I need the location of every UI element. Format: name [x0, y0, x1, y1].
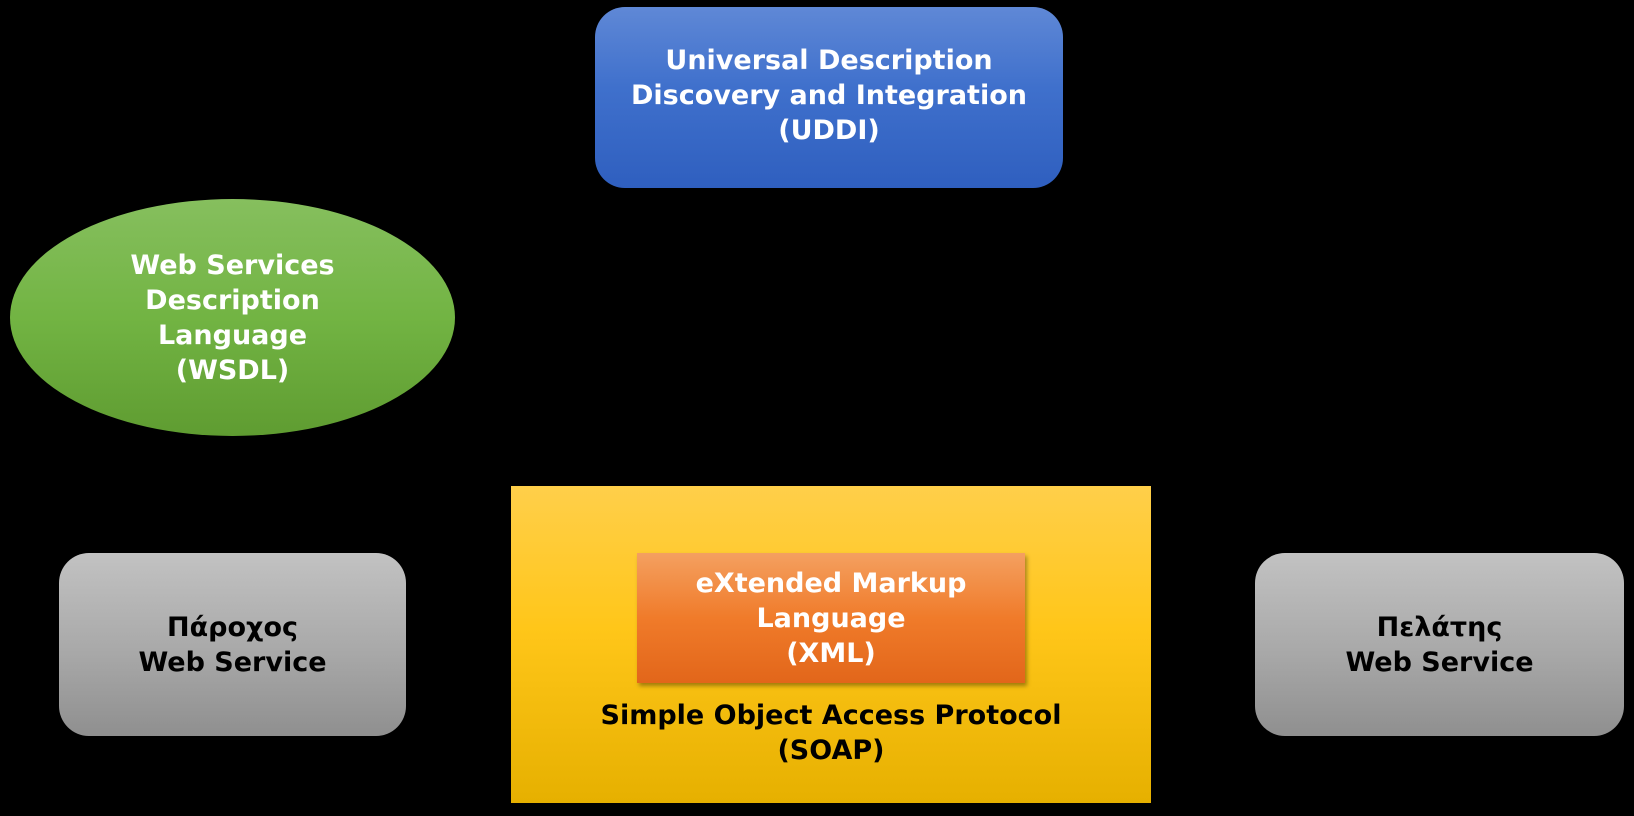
- xml-line-3: (XML): [786, 637, 876, 669]
- uddi-line-2: Discovery and Integration: [631, 80, 1027, 111]
- uddi-line-1: Universal Description: [665, 45, 993, 76]
- wsdl-ellipse: Web Services Description Language (WSDL): [10, 199, 455, 436]
- wsdl-line-3: Language: [157, 319, 308, 351]
- provider-line-2: Web Service: [138, 646, 327, 678]
- xml-line-2: Language: [756, 602, 906, 634]
- xml-line-1: eXtended Markup: [695, 567, 967, 599]
- soap-label: Simple Object Access Protocol (SOAP): [511, 698, 1151, 768]
- wsdl-line-4: (WSDL): [175, 354, 290, 386]
- soap-line-2: (SOAP): [777, 735, 885, 766]
- xml-box: eXtended Markup Language (XML): [637, 553, 1025, 683]
- client-line-2: Web Service: [1345, 646, 1534, 678]
- client-line-1: Πελάτης: [1376, 611, 1503, 643]
- provider-box: Πάροχος Web Service: [59, 553, 406, 736]
- wsdl-line-1: Web Services: [130, 249, 335, 281]
- soap-container: eXtended Markup Language (XML) Simple Ob…: [511, 486, 1151, 803]
- soap-line-1: Simple Object Access Protocol: [600, 700, 1062, 731]
- provider-line-1: Πάροχος: [167, 611, 298, 643]
- wsdl-line-2: Description: [145, 284, 320, 316]
- uddi-box: Universal Description Discovery and Inte…: [595, 7, 1063, 188]
- client-box: Πελάτης Web Service: [1255, 553, 1624, 736]
- uddi-line-3: (UDDI): [778, 115, 880, 146]
